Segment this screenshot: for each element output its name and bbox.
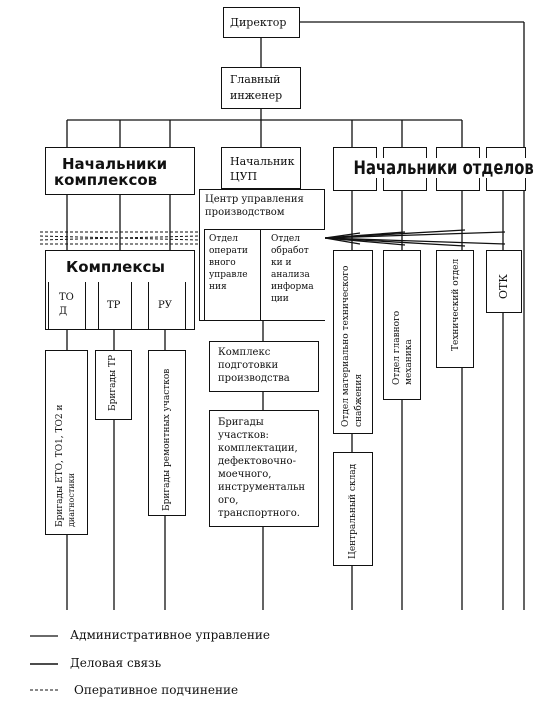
central-warehouse-box: Центральный склад	[333, 452, 373, 566]
complexes-label: Комплексы	[66, 258, 165, 276]
legend-operational: Оперативное подчинение	[74, 683, 239, 697]
brigades-sections-label-3: комплектации,	[218, 443, 298, 454]
heads-of-complexes-label-2: комплексов	[54, 171, 158, 189]
brigades-sections-box: Бригады участков: комплектации, дефектов…	[209, 410, 319, 527]
dept-supply-box: Отдел материально технического снабжения	[333, 250, 373, 434]
complex-tr-label: ТР	[107, 300, 121, 311]
otk-box: ОТК	[486, 250, 522, 313]
cup-center-label-1: Центр управления	[205, 194, 304, 205]
dept-processing-label-3: ки и	[271, 258, 292, 268]
brigades-sections-label-7: ого,	[218, 495, 239, 506]
chief-engineer-label-2: инженер	[230, 89, 283, 102]
heads-of-complexes-box: Начальники комплексов	[45, 147, 195, 195]
dept-mechanic-label-1: Отдел главного	[392, 310, 402, 385]
head-cup-box: Начальник ЦУП	[221, 147, 301, 189]
brigades-eto-label-2: диагностики	[67, 473, 76, 527]
brigades-sections-label-4: дефектовочно-	[218, 456, 296, 467]
dept-operational-label-4: управле	[209, 270, 248, 280]
production-prep-box: Комплекс подготовки производства	[209, 341, 319, 392]
brigades-sections-label-1: Бригады	[218, 417, 264, 428]
complex-ru-label: РУ	[158, 300, 172, 311]
central-warehouse-label: Центральный склад	[348, 463, 358, 559]
dept-operational-label-2: операти	[209, 246, 248, 256]
brigades-eto-label-1: Бригады ЕТО, ТО1, ТО2 и	[55, 404, 65, 528]
complex-tr-box: ТР	[98, 282, 132, 330]
heads-of-departments-label: Начальники отделов	[352, 157, 536, 179]
complex-to-box: ТО Д	[48, 282, 86, 330]
complex-to-label-1: ТО	[59, 292, 74, 303]
head-cup-label-2: ЦУП	[230, 170, 258, 183]
dept-operational-label-5: ния	[209, 282, 227, 292]
brigades-tr-label: Бригады ТР	[108, 354, 118, 411]
legend-admin: Административное управление	[70, 628, 271, 642]
dept-processing-box: Отдел обработ ки и анализа информа ции	[260, 229, 325, 320]
otk-label: ОТК	[497, 274, 510, 299]
dept-mechanic-box: Отдел главного механика	[383, 250, 421, 400]
dept-processing-label-4: анализа	[271, 270, 310, 280]
dept-operational-label-3: вного	[209, 258, 236, 268]
legend-business: Деловая связь	[70, 656, 162, 670]
dept-operational-box: Отдел операти вного управле ния	[204, 229, 260, 320]
complex-ru-box: РУ	[148, 282, 186, 330]
dept-processing-label-1: Отдел	[271, 234, 300, 244]
dept-processing-label-6: ции	[271, 294, 289, 304]
chief-engineer-label-1: Главный	[230, 73, 281, 86]
brigades-eto-box: Бригады ЕТО, ТО1, ТО2 и диагностики	[45, 350, 88, 535]
brigades-sections-label-2: участков:	[218, 430, 269, 441]
dept-supply-label-1: Отдел материально технического	[341, 265, 351, 427]
production-prep-label-2: подготовки	[218, 360, 279, 371]
dept-processing-label-5: информа	[271, 282, 314, 292]
brigades-sections-label-5: моечного,	[218, 469, 272, 480]
brigades-repair-box: Бригады ремонтных участков	[148, 350, 186, 516]
dept-technical-label: Технический отдел	[451, 258, 461, 351]
director-box: Директор	[223, 7, 300, 38]
dept-supply-label-2: снабжения	[354, 373, 364, 427]
dept-technical-box: Технический отдел	[436, 250, 474, 368]
heads-of-complexes-label-1: Начальники	[62, 155, 168, 173]
dept-processing-label-2: обработ	[271, 246, 309, 256]
production-prep-label-3: производства	[218, 373, 290, 384]
complex-to-label-2: Д	[59, 306, 68, 317]
brigades-sections-label-8: транспортного.	[218, 508, 300, 519]
dept-operational-label-1: Отдел	[209, 234, 238, 244]
brigades-sections-label-6: инструментальн	[218, 482, 306, 493]
cup-center-label-2: производством	[205, 207, 285, 218]
brigades-repair-label: Бригады ремонтных участков	[162, 368, 172, 511]
brigades-tr-box: Бригады ТР	[95, 350, 132, 420]
production-prep-label-1: Комплекс	[218, 347, 271, 358]
chief-engineer-box: Главный инженер	[221, 67, 301, 109]
director-label: Директор	[230, 16, 287, 29]
head-cup-label-1: Начальник	[230, 155, 295, 168]
dept-mechanic-label-2: механика	[404, 339, 414, 385]
